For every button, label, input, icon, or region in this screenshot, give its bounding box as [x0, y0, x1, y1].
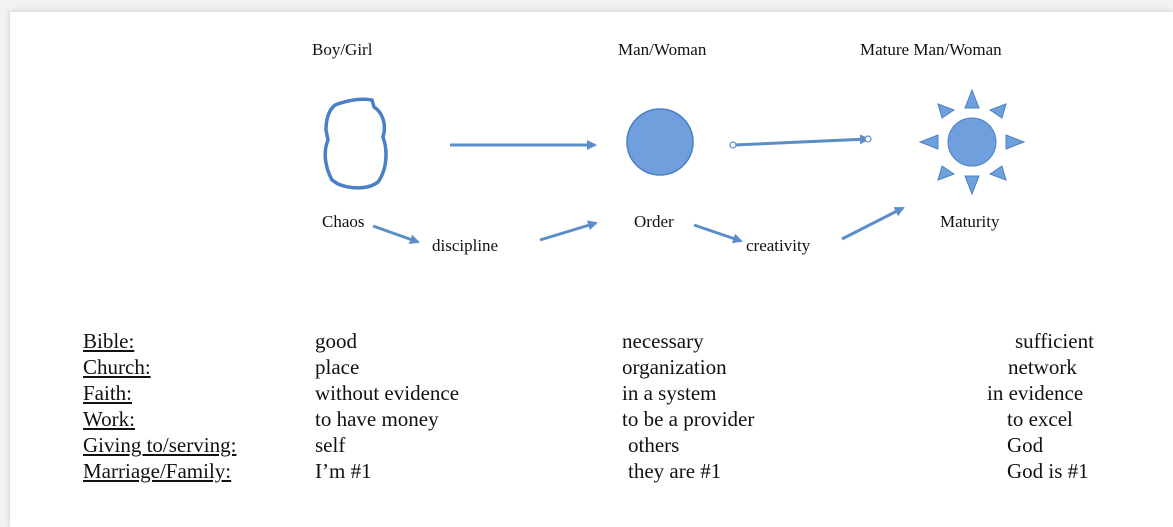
row-cell-stage2: organization — [622, 355, 727, 379]
stage-title-mature: Mature Man/Woman — [860, 40, 1002, 59]
row-cell-stage1: good — [315, 329, 357, 353]
document-page: Boy/Girl Man/Woman Mature Man/Woman — [10, 12, 1173, 527]
row-cell-stage3: God — [1007, 433, 1044, 457]
row-cell-stage1: without evidence — [315, 381, 460, 405]
chaos-blob-icon — [323, 97, 388, 190]
row-label: Marriage/Family: — [83, 459, 232, 483]
arrow-chaos-to-discipline — [372, 224, 420, 245]
row-cell-stage3: sufficient — [1015, 329, 1094, 353]
row-cell-stage2: in a system — [622, 381, 717, 405]
row-cell-stage2: others — [628, 433, 680, 457]
stage-title-man-woman: Man/Woman — [618, 40, 707, 59]
row-label: Work: — [83, 407, 135, 431]
row-label: Faith: — [83, 381, 133, 405]
order-circle-icon — [626, 108, 694, 176]
row-cell-stage3: network — [1008, 355, 1077, 379]
transition-label-creativity: creativity — [746, 236, 811, 255]
row-cell-stage2: they are #1 — [628, 459, 722, 483]
row-label: Giving to/serving: — [83, 433, 237, 457]
state-label-maturity: Maturity — [940, 212, 1000, 231]
row-cell-stage3: to excel — [1007, 407, 1073, 431]
row-label: Church: — [83, 355, 151, 379]
arrow-order-to-maturity — [729, 134, 872, 149]
arrow-order-to-creativity — [693, 223, 743, 244]
arrow-discipline-to-order — [539, 220, 598, 242]
row-cell-stage1: self — [315, 433, 346, 457]
row-cell-stage2: to be a provider — [622, 407, 755, 431]
stage-title-boy-girl: Boy/Girl — [312, 40, 373, 59]
row-cell-stage1: I’m #1 — [315, 459, 372, 483]
row-cell-stage3: God is #1 — [1007, 459, 1089, 483]
transition-label-discipline: discipline — [432, 236, 499, 255]
row-label: Bible: — [83, 329, 135, 353]
row-cell-stage3: in evidence — [987, 381, 1084, 405]
row-cell-stage1: to have money — [315, 407, 439, 431]
maturity-sun-icon — [918, 88, 1026, 196]
arrow-creativity-to-maturity — [841, 206, 905, 241]
growth-diagram — [323, 88, 1026, 245]
row-cell-stage2: necessary — [622, 329, 704, 353]
row-cell-stage1: place — [315, 355, 360, 379]
state-label-chaos: Chaos — [322, 212, 365, 231]
state-label-order: Order — [634, 212, 674, 231]
